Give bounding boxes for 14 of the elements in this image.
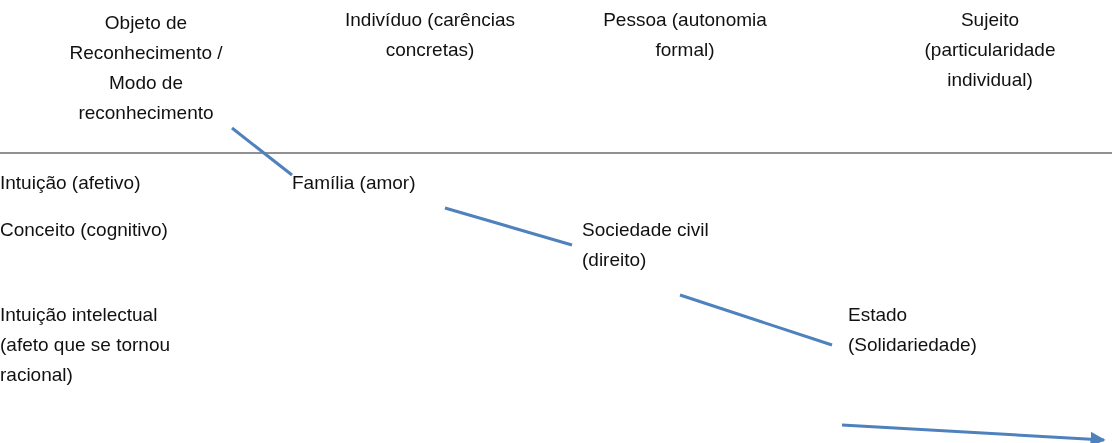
row-header: Intuição (afetivo) bbox=[0, 171, 142, 195]
column-header: Sujeito (particularidade individual) bbox=[923, 8, 1057, 92]
row-header: Conceito (cognitivo) bbox=[0, 218, 169, 242]
cell-text: Sociedade civil (direito) bbox=[582, 218, 710, 272]
column-header: Pessoa (autonomia formal) bbox=[602, 8, 768, 62]
row-header: Intuição intelectual (afeto que se tornou racional) bbox=[0, 303, 172, 387]
connector-line bbox=[679, 293, 833, 347]
cell-text: Estado (Solidariedade) bbox=[848, 303, 978, 357]
connector-line bbox=[444, 206, 573, 247]
connector-line bbox=[231, 126, 293, 177]
cell-text: Família (amor) bbox=[292, 171, 417, 195]
arrow bbox=[841, 423, 1106, 443]
cell-text: Objeto de Reconhecimento / Modo de reconhecimento bbox=[68, 11, 224, 125]
column-header: Indivíduo (carências concretas) bbox=[343, 8, 516, 62]
